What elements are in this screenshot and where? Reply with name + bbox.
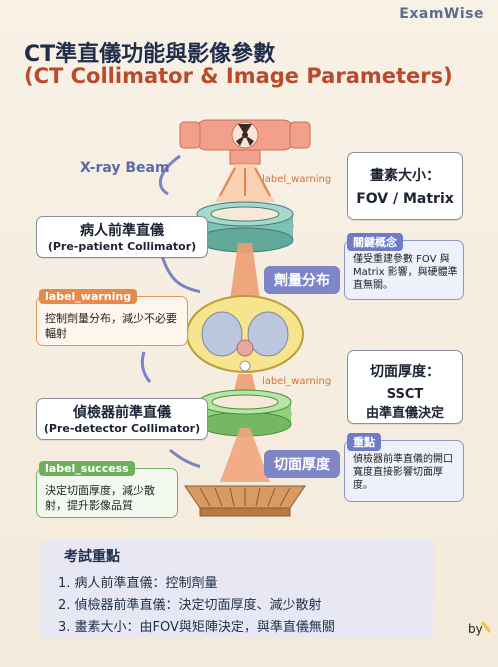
pixel-size-title: 畫素大小： [370, 168, 440, 184]
pre-detector-card: 偵檢器前準直儀 (Pre-detector Collimator) [36, 398, 208, 440]
pixel-size-card: 畫素大小： FOV / Matrix [347, 152, 463, 220]
pre-patient-collimator-icon [196, 201, 294, 253]
xray-beam-middle [230, 243, 260, 300]
summary-item-2: 2. 偵檢器前準直儀：決定切面厚度、減少散射 [58, 598, 322, 613]
dose-note-text: 控制劑量分布，減少不必要輻射 [45, 312, 177, 340]
page-title: CT準直儀功能與影像參數 [24, 42, 276, 67]
pre-patient-en: (Pre-patient Collimator) [47, 240, 197, 253]
slice-thickness-title: 切面厚度： [370, 364, 440, 380]
patient-cross-section-icon [186, 295, 304, 373]
pre-detector-collimator-icon [198, 389, 292, 437]
brand-name: ExamWise [399, 6, 484, 22]
concept-note: 關鍵概念 僅受重建參數 FOV 與 Matrix 影響，與硬體準直無關。 [344, 233, 464, 300]
arrow-beam-icon [158, 154, 181, 196]
slice-thickness-line1: SSCT [386, 387, 424, 402]
summary-item-3: 3. 畫素大小：由FOV與矩陣決定，與準直儀無關 [58, 620, 335, 635]
detector-array-icon [184, 485, 306, 517]
xray-beam-detector [220, 428, 270, 482]
banana-icon [480, 620, 492, 634]
slice-note-text: 決定切面厚度，減少散射，提升影像品質 [45, 484, 155, 512]
concept-note-tag: 關鍵概念 [347, 233, 403, 251]
pre-patient-card: 病人前準直儀 (Pre-patient Collimator) [36, 216, 208, 258]
xray-tube-icon [179, 119, 311, 165]
slice-thickness-chip: 切面厚度 [264, 450, 340, 478]
key-point-text: 偵檢器前準直儀的開口寬度直接影響切面厚度。 [353, 454, 453, 491]
exam-summary: 考試重點 1. 病人前準直儀：控制劑量 2. 偵檢器前準直儀：決定切面厚度、減少… [40, 540, 434, 638]
arrow-detector-icon [169, 448, 200, 469]
flow-arrows [140, 154, 200, 469]
pre-detector-en: (Pre-detector Collimator) [43, 422, 201, 435]
slice-thickness-line2: 由準直儀決定 [365, 406, 444, 421]
signature-text: by [468, 622, 483, 636]
summary-title: 考試重點 [64, 549, 120, 565]
slice-thickness-card: 切面厚度： SSCT 由準直儀決定 [347, 350, 463, 424]
warning-label-bottom: label_warning [262, 376, 332, 387]
pre-patient-zh: 病人前準直儀 [80, 223, 164, 239]
xray-beam-label: X-ray Beam [80, 160, 170, 176]
pre-detector-zh: 偵檢器前準直儀 [73, 405, 171, 421]
arrow-dose-icon [160, 255, 200, 294]
dose-note-tag: label_warning [39, 289, 138, 304]
arrow-slice-icon [140, 351, 152, 383]
key-point-tag: 重點 [347, 433, 381, 451]
slice-note-tag: label_success [39, 461, 135, 476]
collimator-diagram [179, 119, 311, 517]
beam-ray-3 [254, 167, 271, 197]
key-point-note: 重點 偵檢器前準直儀的開口寬度直接影響切面厚度。 [344, 433, 464, 502]
dose-note: label_warning 控制劑量分布，減少不必要輻射 [36, 289, 188, 346]
concept-note-text: 僅受重建參數 FOV 與 Matrix 影響，與硬體準直無關。 [353, 254, 458, 291]
page-subtitle: (CT Collimator & Image Parameters) [24, 64, 453, 88]
summary-item-1: 1. 病人前準直儀：控制劑量 [58, 576, 218, 591]
slice-note: label_success 決定切面厚度，減少散射，提升影像品質 [36, 461, 178, 518]
beam-ray-1 [219, 167, 236, 197]
dose-distribution-chip: 劑量分布 [264, 266, 340, 294]
warning-label-top: label_warning [262, 174, 332, 185]
pixel-size-value: FOV / Matrix [356, 191, 454, 207]
